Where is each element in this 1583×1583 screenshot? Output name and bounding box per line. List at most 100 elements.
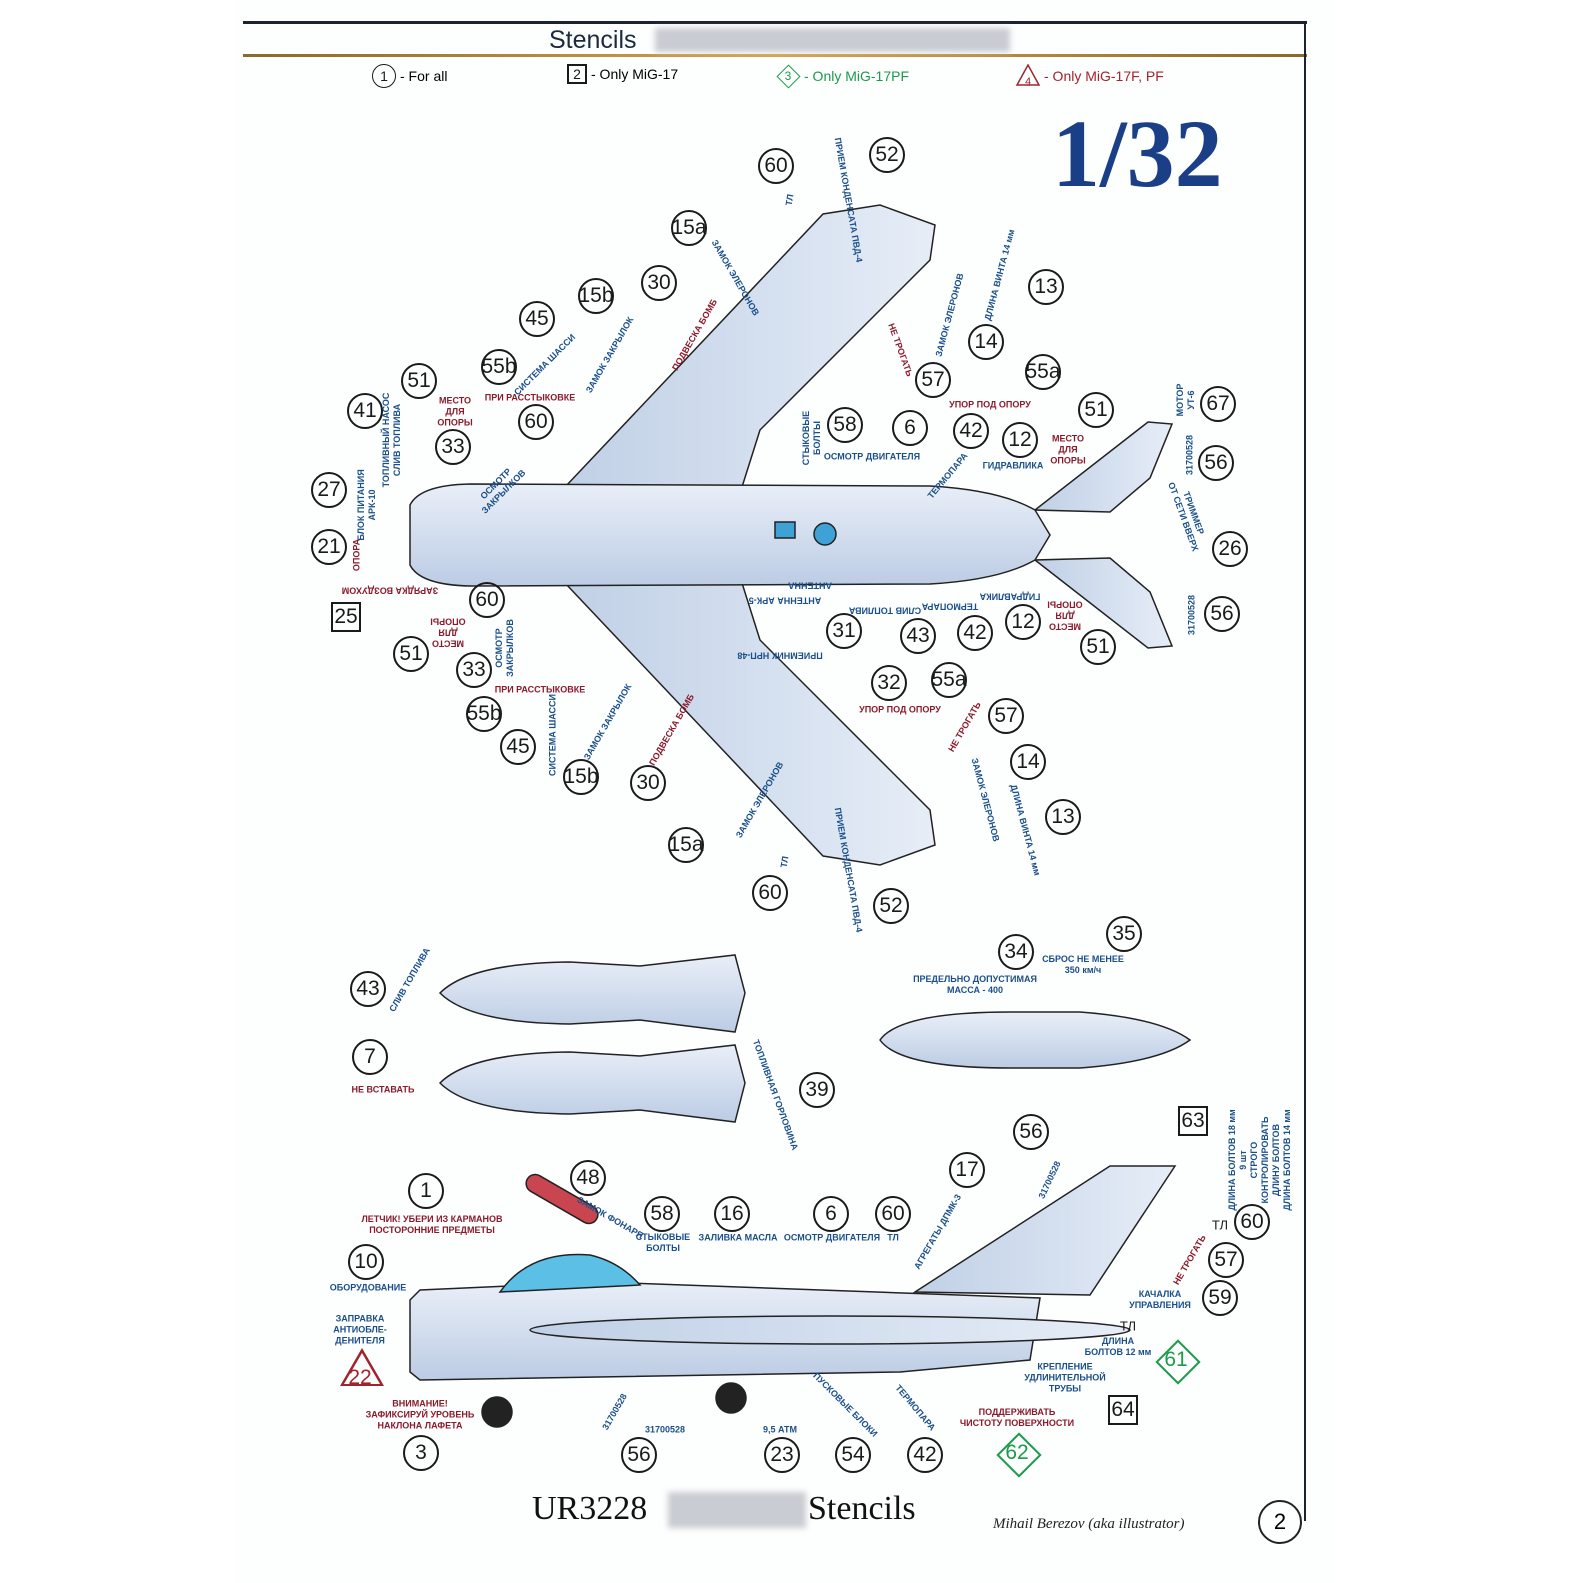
callout-circle-60: 60 <box>758 148 794 184</box>
drop-tank-1 <box>438 954 746 1033</box>
stencil-label: УПОР ПОД ОПОРУ <box>859 704 941 715</box>
canopy-lock-stencil <box>525 1173 599 1225</box>
callout-circle-55a: 55a <box>931 662 967 698</box>
stencil-label: МЕСТО ДЛЯ ОПОРЫ <box>1050 433 1086 466</box>
callout-circle-52: 52 <box>873 888 909 924</box>
callout-circle-26: 26 <box>1212 531 1248 567</box>
stencil-label: СТЫКОВЫЕ БОЛТЫ <box>635 1232 691 1253</box>
footer-code: UR3228 <box>532 1490 648 1527</box>
stencil-label: ОСМОТР ДВИГАТЕЛЯ <box>783 1232 881 1243</box>
callout-circle-12: 12 <box>1005 604 1041 640</box>
callout-circle-51: 51 <box>1080 629 1116 665</box>
callout-circle-32: 32 <box>871 665 907 701</box>
drop-tank-3 <box>879 1011 1192 1069</box>
callout-circle-60: 60 <box>1234 1204 1270 1240</box>
top-view-panel <box>774 521 796 539</box>
stencil-label: ТЛ <box>1211 1217 1229 1233</box>
stencil-label: МЕСТО ДЛЯ ОПОРЫ <box>437 395 473 428</box>
callout-circle-33: 33 <box>435 429 471 465</box>
callout-circle-60: 60 <box>469 582 505 618</box>
lower-wing <box>563 582 936 866</box>
callout-circle-13: 13 <box>1045 799 1081 835</box>
stencil-label: ТЕРМОПАРА <box>921 601 979 612</box>
stencil-label: ТЛ <box>783 193 796 207</box>
stencil-label: ОПОРА <box>351 538 362 572</box>
stencil-label: УПОР ПОД ОПОРУ <box>949 399 1031 410</box>
legend-label: - Only MiG-17 <box>591 66 679 82</box>
stencil-label: ЗАЛИВКА МАСЛА <box>698 1232 778 1243</box>
callout-circle-43: 43 <box>350 971 386 1007</box>
stencil-label: БЛОК ПИТАНИЯ АРК-10 <box>356 469 377 541</box>
callout-circle-56: 56 <box>1013 1114 1049 1150</box>
stencil-label: 31700528 <box>644 1424 686 1435</box>
stencil-label: СБРОС НЕ МЕНЕЕ 350 км/ч <box>1042 954 1124 975</box>
stencil-label: ЗАРЯДКА ВОЗДУХОМ <box>341 585 439 596</box>
header-gold-rule <box>243 54 1307 57</box>
callout-circle-58: 58 <box>827 407 863 443</box>
callout-circle-54: 54 <box>835 1437 871 1473</box>
callout-circle-35: 35 <box>1106 916 1142 952</box>
legend-circle-symbol: 1 <box>372 64 396 88</box>
callout-circle-42: 42 <box>957 615 993 651</box>
stencil-label: НЕ ВСТАВАТЬ <box>351 1084 415 1095</box>
callout-circle-16: 16 <box>714 1196 750 1232</box>
stencil-label: СИСТЕМА ШАССИ <box>547 693 558 777</box>
stencil-label: 31700528 <box>1186 594 1197 636</box>
callout-circle-3: 3 <box>403 1435 439 1471</box>
nose-wheel <box>481 1396 513 1428</box>
stencil-label: МОТОР УТ-6 <box>1175 383 1196 417</box>
upper-stabilizer <box>1032 421 1174 513</box>
stencil-label: КРЕПЛЕНИЕ УДЛИНИТЕЛЬНОЙ ТРУБЫ <box>1024 1361 1106 1394</box>
callout-circle-51: 51 <box>401 363 437 399</box>
stencil-label: ОБОРУДОВАНИЕ <box>329 1282 407 1293</box>
legend-label: - Only MiG-17PF <box>804 68 910 84</box>
canopy <box>498 1253 642 1293</box>
stencil-label: ТОПЛИВНЫЙ НАСОС СЛИВ ТОПЛИВА <box>381 392 402 488</box>
callout-circle-55b: 55b <box>481 349 517 385</box>
callout-circle-56: 56 <box>621 1437 657 1473</box>
callout-circle-6: 6 <box>813 1196 849 1232</box>
callout-circle-15a: 15a <box>671 210 707 246</box>
callout-circle-51: 51 <box>393 636 429 672</box>
stencil-label: ДЛИНА БОЛТОВ 12 мм <box>1084 1336 1152 1357</box>
callout-circle-39: 39 <box>799 1072 835 1108</box>
legend-only-mig17: 2 - Only MiG-17 <box>567 64 678 84</box>
callout-circle-27: 27 <box>311 472 347 508</box>
stencil-label: ВНИМАНИЕ! ЗАФИКСИРУЙ УРОВЕНЬ НАКЛОНА ЛАФ… <box>365 1398 475 1431</box>
callout-circle-13: 13 <box>1028 269 1064 305</box>
stencil-label: 31700528 <box>1184 434 1195 476</box>
callout-circle-15b: 15b <box>563 759 599 795</box>
stencil-label: АНТЕННА <box>788 580 832 591</box>
drop-tank-2 <box>438 1044 746 1123</box>
callout-circle-57: 57 <box>915 362 951 398</box>
wing-side-view <box>529 1315 1131 1345</box>
stencil-label: МЕСТО ДЛЯ ОПОРЫ <box>430 616 466 649</box>
callout-circle-31: 31 <box>826 613 862 649</box>
callout-circle-55b: 55b <box>466 696 502 732</box>
callout-square-25: 25 <box>331 602 361 632</box>
callout-circle-48: 48 <box>570 1160 606 1196</box>
top-rule <box>243 21 1307 24</box>
stencil-label: ПРИ РАССТЫКОВКЕ <box>484 392 576 403</box>
stencil-label: ДЛИНА БОЛТОВ 18 мм 9 шт СТРОГО КОНТРОЛИР… <box>1227 1109 1292 1211</box>
callout-circle-10: 10 <box>348 1244 384 1280</box>
callout-circle-57: 57 <box>988 698 1024 734</box>
callout-circle-60: 60 <box>875 1196 911 1232</box>
callout-circle-17: 17 <box>949 1152 985 1188</box>
legend-triangle-symbol: 4 <box>1016 64 1040 88</box>
stencil-label: ТЛ <box>887 1232 899 1243</box>
stencil-label: ТЛ <box>778 855 791 869</box>
callout-circle-23: 23 <box>764 1437 800 1473</box>
stencil-label: ЛЕТЧИК! УБЕРИ ИЗ КАРМАНОВ ПОСТОРОННИЕ ПР… <box>361 1214 503 1235</box>
legend-diamond-symbol: 3 <box>776 64 801 89</box>
stencil-label: ГИДРАВЛИКА <box>979 591 1041 602</box>
callout-circle-12: 12 <box>1002 422 1038 458</box>
legend-label: - For all <box>400 68 448 84</box>
stencil-label: ТЛ <box>1119 1318 1137 1334</box>
callout-square-64: 64 <box>1108 1395 1138 1425</box>
top-view-hatch <box>813 522 837 546</box>
vertical-tail <box>912 1165 1177 1296</box>
callout-circle-15a: 15a <box>668 827 704 863</box>
stencil-label: ОСМОТР ЗАКРЫЛКОВ <box>494 619 515 677</box>
